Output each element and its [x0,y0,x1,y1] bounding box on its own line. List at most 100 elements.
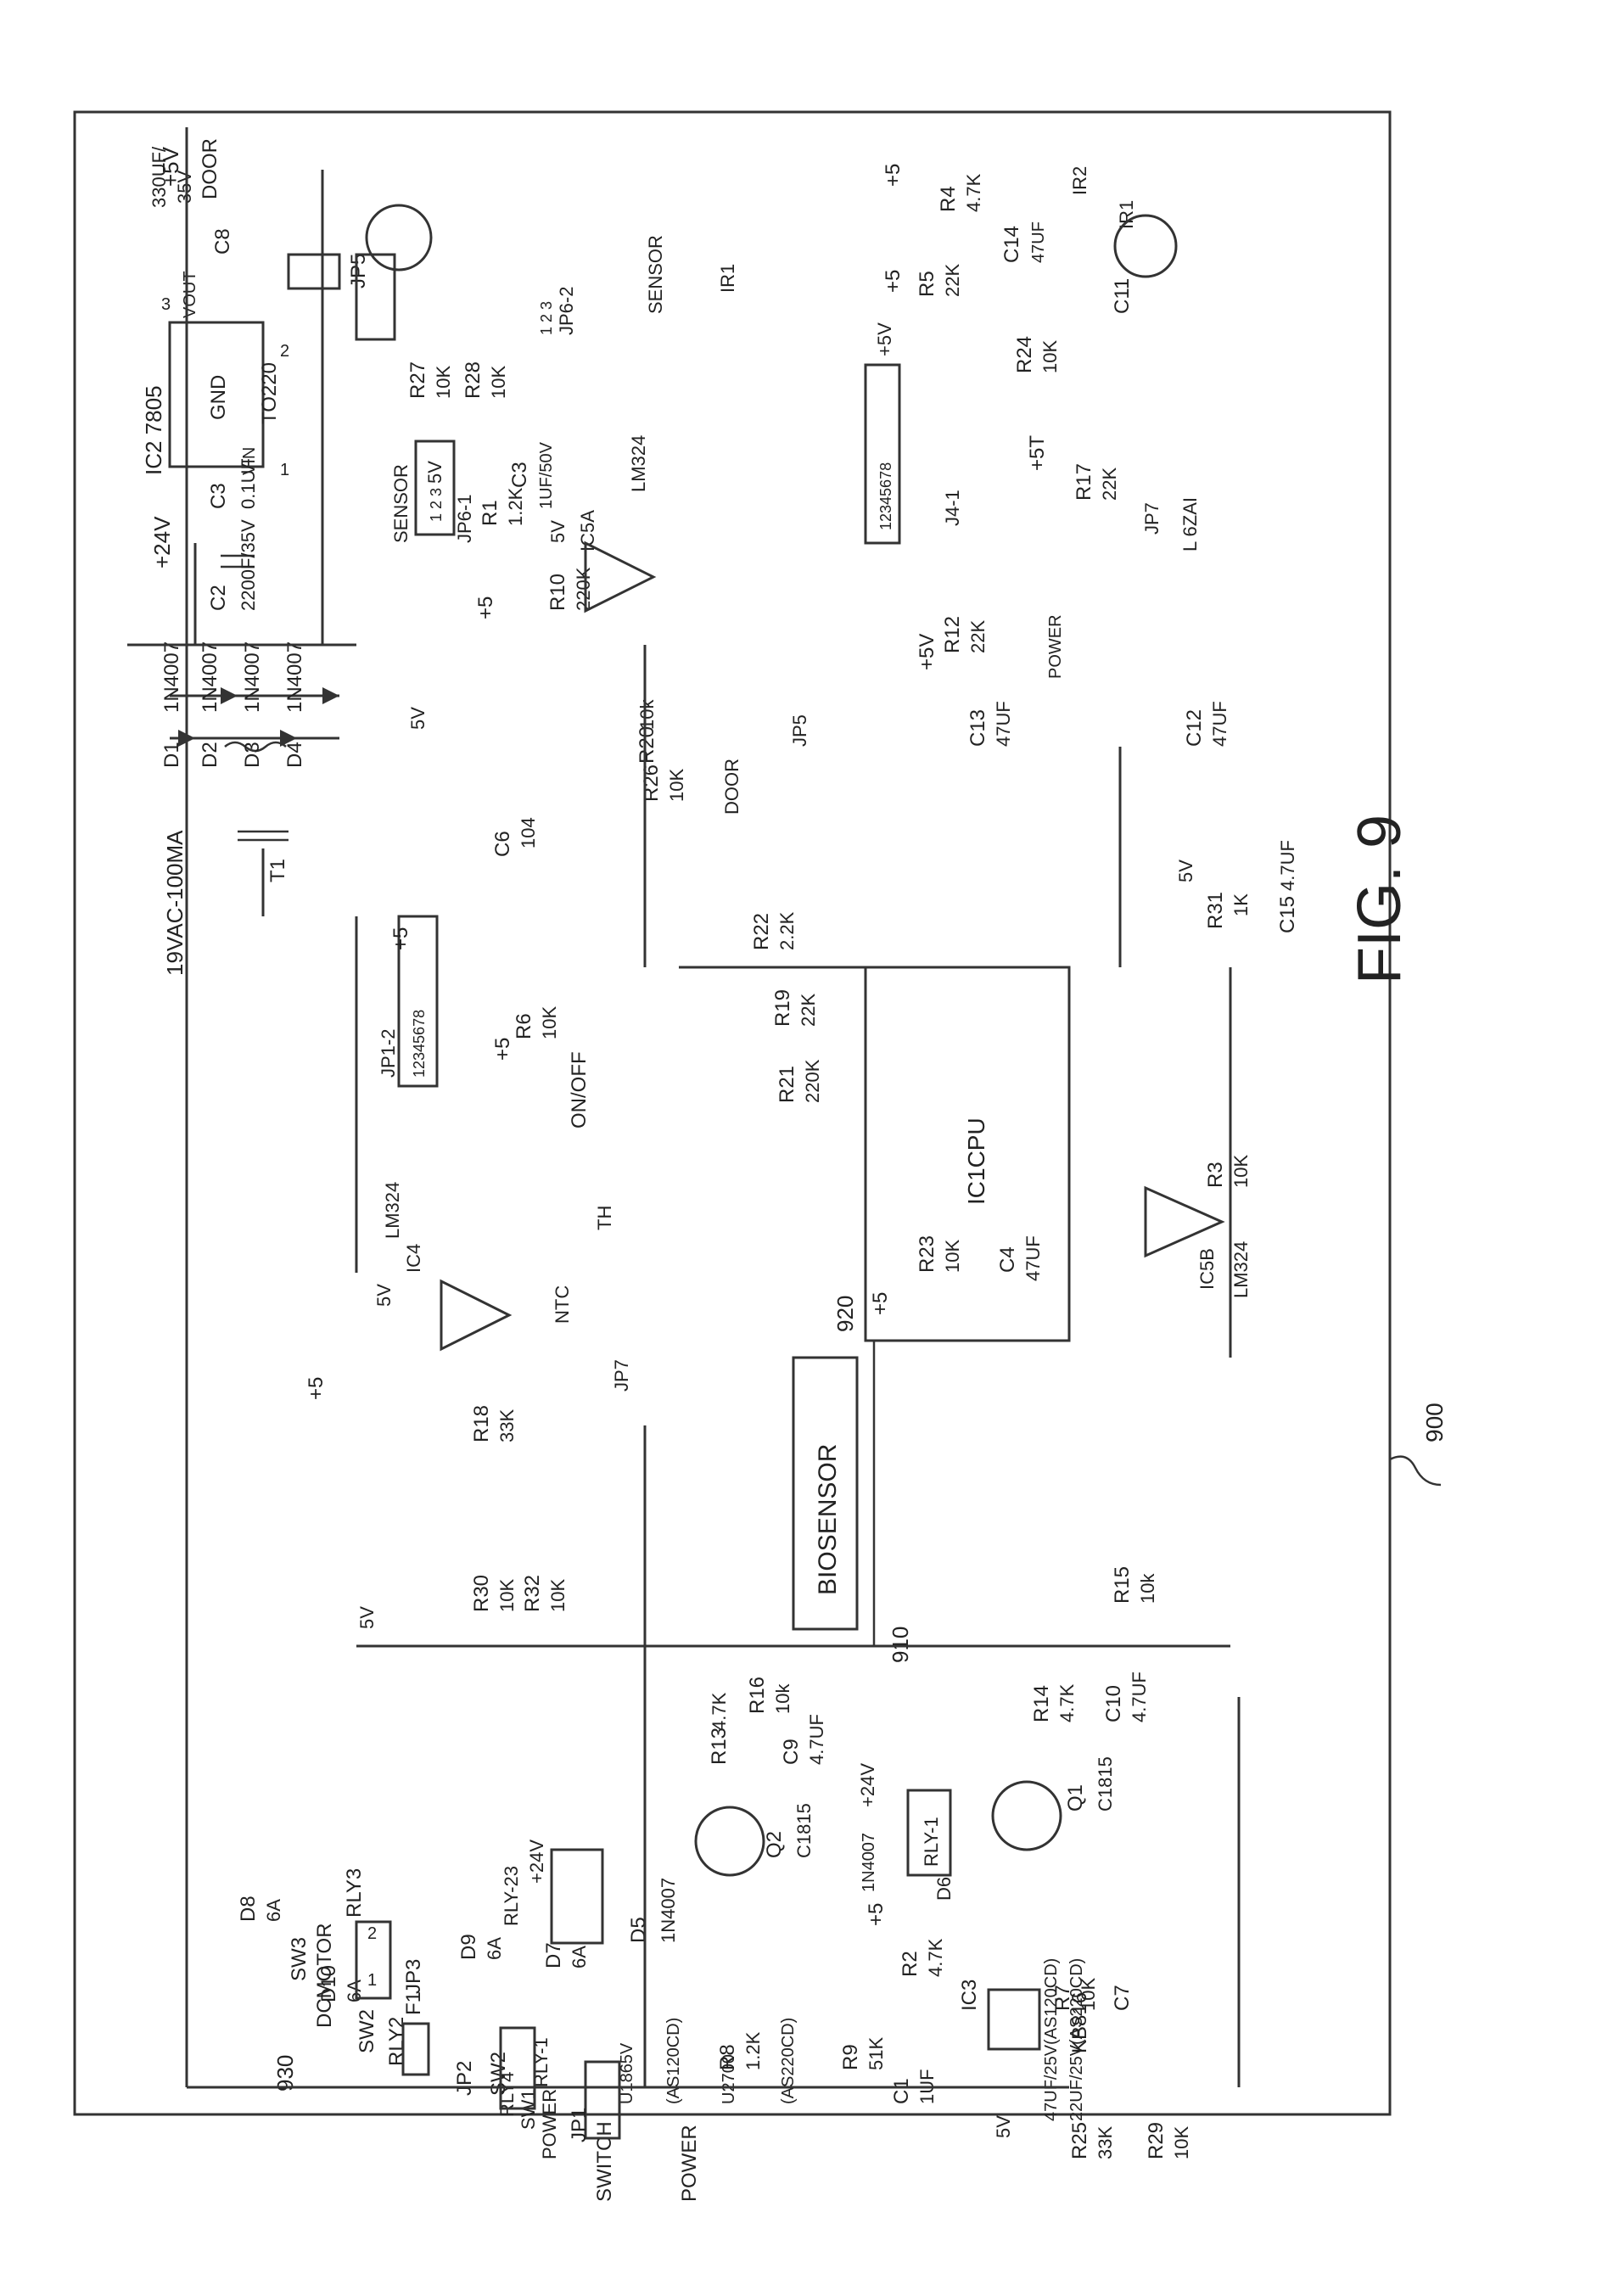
label-r7: R7 [1051,1985,1074,2011]
label-r17v: 22K [1099,468,1120,501]
label-r15: R15 [1111,1566,1134,1604]
label-switch: SWITCH [593,2121,616,2202]
label-r10: R10 [546,574,569,611]
j4-1-connector [864,363,901,545]
label-d5: D5 [627,1917,650,1943]
label-c7: C7 [1111,1985,1134,2011]
label-plus5v-j4: +5V [874,322,895,356]
label-rly23: RLY-23 [501,1866,522,1926]
label-ic4: IC4 [403,1244,424,1273]
label-c14: C14 [1000,226,1023,263]
label-r1v: 1.2K [505,487,526,526]
label-r3: R3 [1204,1162,1227,1188]
label-ref-biosensor: 910 [888,1627,913,1663]
label-q2v: C1815 [793,1803,815,1858]
label-d2: D2 [199,742,221,768]
label-d7: D7 [542,1942,565,1968]
label-onoff: ON/OFF [568,1051,591,1128]
label-r22: R22 [750,913,773,950]
label-u2: U2700 [720,2054,738,2104]
board-outline [73,110,1392,2116]
label-th: TH [594,1206,615,1230]
label-d9: D9 [457,1934,480,1960]
label-ref-board: 900 [1421,1403,1448,1442]
label-c12: C12 [1183,709,1206,747]
label-d9v: 6A [484,1937,505,1960]
label-dcmotor: DCMOTOR [313,1923,336,2028]
label-r12: R12 [941,616,964,653]
label-r5v: 22K [942,264,963,297]
label-c4: C4 [996,1246,1019,1273]
label-c13v: 47UF [993,701,1014,747]
wiring [185,127,1241,2089]
label-r29v: 10K [1171,2126,1192,2159]
label-r15v: 10k [1137,1573,1158,1604]
ir1-transistor [1113,214,1178,278]
label-door-top: DOOR [199,138,221,199]
label-lm324-a: LM324 [628,435,649,492]
q2-transistor [694,1806,765,1877]
label-jp5-top: JP5 [347,254,370,288]
label-plus5-r6: +5 [491,1038,514,1061]
label-r30: R30 [470,1575,493,1612]
label-fivev-ic4: 5V [373,1284,395,1307]
label-fivev-r30: 5V [356,1606,378,1629]
label-jp7-mid: JP7 [611,1359,632,1392]
bridge-rectifier [170,687,339,747]
label-r29: R29 [1145,2122,1168,2159]
label-d3: D3 [241,742,264,768]
label-r26: R26 [640,764,663,802]
label-jp5-mid: JP5 [789,714,810,747]
label-r32: R32 [521,1575,544,1612]
label-d4: D4 [283,742,306,768]
label-ic1: IC1CPU [963,1117,989,1205]
label-d5v: 1N4007 [658,1878,679,1943]
label-c10: C10 [1102,1685,1125,1722]
label-note1: 47UF/25V(AS120CD) [1042,1958,1061,2121]
ir1-phototransistor [365,204,433,272]
label-r27v: 10K [433,366,454,399]
label-ir1-top: IR1 [717,264,738,293]
label-ir1: IR1 [1116,200,1137,229]
label-d8: D8 [237,1896,260,1922]
label-to220: TO220 [258,362,281,424]
label-r20: R20 [636,726,658,764]
label-ic2-pin2: 2 [280,342,289,361]
label-r23v: 10K [942,1240,963,1273]
label-r27: R27 [406,361,429,399]
label-plus5v-r12: +5V [916,634,938,670]
label-plus5-c: +5 [882,270,905,293]
jp6-1-connector [414,440,456,536]
label-f1: F1 [402,1991,425,2015]
label-c8: C8 [211,228,234,255]
ic3-optocoupler [987,1988,1041,2051]
label-c14v: 47UF [1029,221,1048,263]
label-plus5-jp12: +5 [389,927,412,950]
label-r10v: 220K [573,567,594,611]
label-door-mid: DOOR [721,759,742,815]
label-fivev-r20: 5V [407,707,429,730]
label-r22v: 2.2K [776,911,798,950]
label-plus5v-top: +5V [158,146,183,187]
label-c3b: C3 [508,462,531,488]
label-r7v: 10K [1078,1978,1099,2011]
label-j4-pins: 12345678 [877,462,894,530]
label-d3v: 1N4007 [241,641,264,713]
label-r2: R2 [899,1951,922,1977]
label-r18: R18 [470,1405,493,1442]
q1-transistor [991,1780,1062,1851]
label-r8: R8 [716,2044,739,2070]
label-q1: Q1 [1064,1784,1087,1812]
label-jp12: JP1-2 [378,1029,399,1078]
label-jp3: JP3 [402,1959,425,1994]
label-c6: C6 [491,831,514,857]
label-ref-cpu: 920 [832,1296,858,1332]
label-jp1: JP1 [568,2108,591,2142]
label-d8v: 6A [263,1899,284,1922]
label-d2v: 1N4007 [199,641,221,713]
label-power: POWER [678,2125,701,2202]
label-jp3-p1: 1 [367,1971,377,1990]
label-plus5-q2: +5 [865,1903,888,1926]
label-r21: R21 [776,1066,798,1103]
label-r19: R19 [771,989,794,1027]
